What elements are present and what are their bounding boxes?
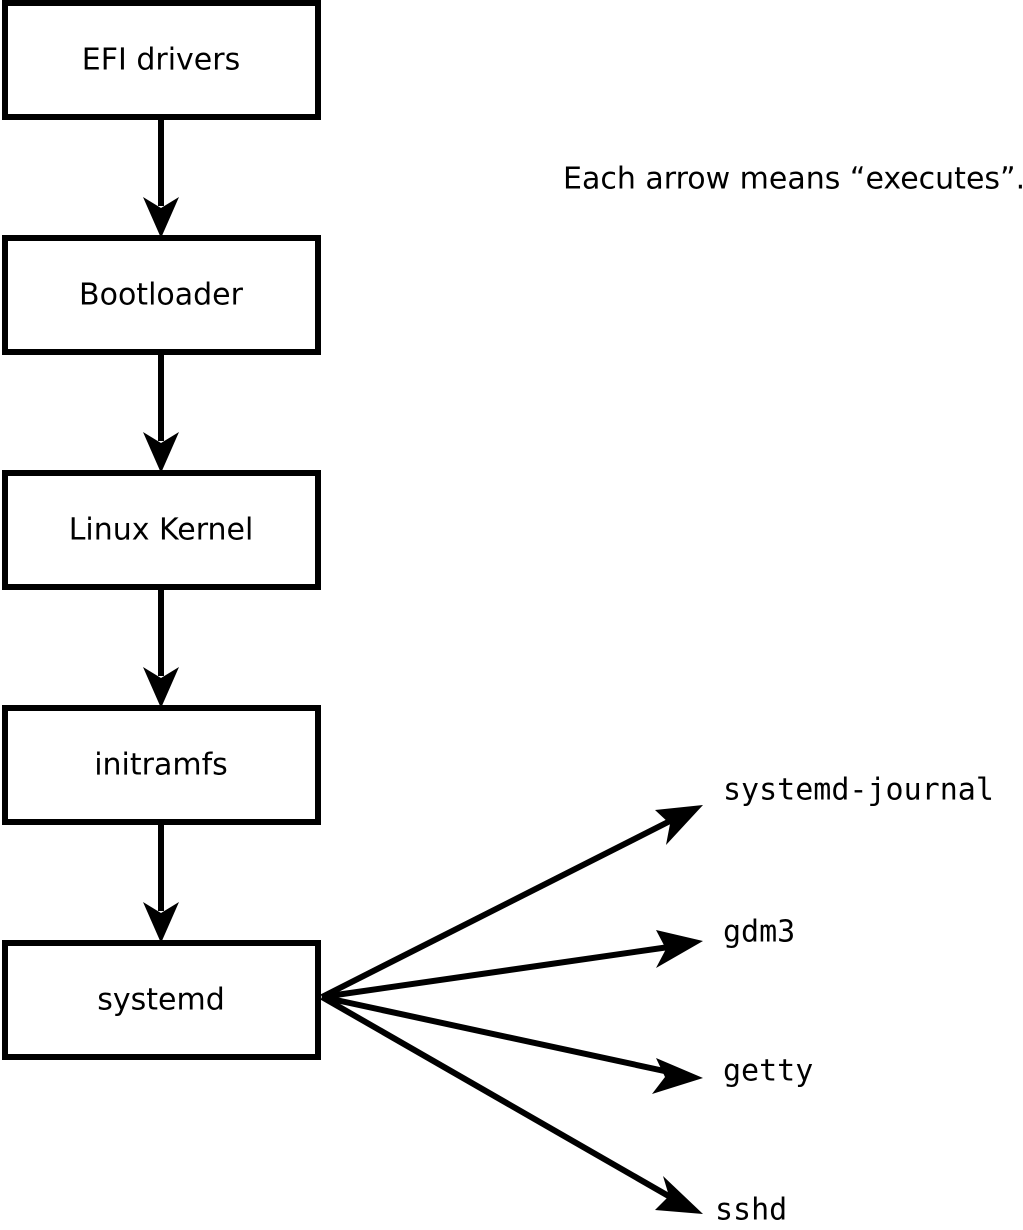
chain-arrow-initramfs-to-systemd: [143, 822, 179, 943]
arrow-shaft: [320, 994, 674, 1201]
fanout-arrow-sshd: [320, 994, 703, 1214]
arrow-head: [655, 1176, 703, 1214]
node-label: EFI drivers: [82, 43, 240, 78]
chain-arrow-kernel-to-initramfs: [143, 587, 179, 708]
node-label: initramfs: [94, 748, 228, 783]
fanout-arrow-getty: [321, 994, 703, 1094]
arrow-head: [656, 930, 703, 968]
diagram-caption: Each arrow means “executes”.: [563, 162, 1023, 197]
chain-arrow-bootloader-to-kernel: [143, 352, 179, 473]
node-label: Bootloader: [79, 278, 244, 313]
arrow-head: [143, 667, 179, 708]
node-box[interactable]: [2, 940, 321, 1060]
node-linux-kernel[interactable]: Linux Kernel: [2, 470, 321, 590]
node-box[interactable]: [2, 705, 321, 825]
node-box[interactable]: [2, 235, 321, 355]
label-gdm3: gdm3: [723, 915, 795, 950]
node-label: systemd: [97, 983, 225, 1018]
fanout-arrow-systemd-journal: [320, 805, 703, 1000]
node-efi-drivers[interactable]: EFI drivers: [2, 0, 321, 120]
arrow-head: [143, 902, 179, 943]
arrow-head: [652, 1058, 703, 1094]
arrow-head: [655, 805, 703, 845]
label-getty: getty: [723, 1054, 813, 1089]
arrow-head: [143, 432, 179, 473]
node-box[interactable]: [2, 470, 321, 590]
node-initramfs[interactable]: initramfs: [2, 705, 321, 825]
arrow-head: [143, 197, 179, 238]
arrow-shaft: [321, 994, 670, 1075]
label-sshd: sshd: [715, 1193, 787, 1228]
node-box[interactable]: [2, 0, 321, 120]
arrow-shaft: [320, 817, 674, 1000]
label-systemd-journal: systemd-journal: [723, 773, 994, 808]
node-bootloader[interactable]: Bootloader: [2, 235, 321, 355]
chain-arrow-efi-to-bootloader: [143, 117, 179, 238]
node-label: Linux Kernel: [69, 513, 254, 548]
arrow-shaft: [321, 944, 670, 1000]
node-systemd[interactable]: systemd: [2, 940, 321, 1060]
fanout-arrow-gdm3: [321, 930, 703, 1000]
